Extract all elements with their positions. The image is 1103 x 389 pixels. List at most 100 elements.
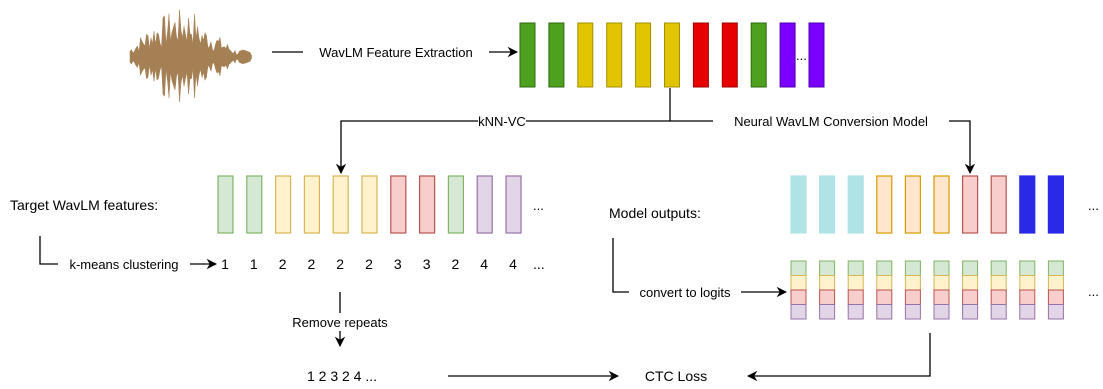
feature-frame-2 [548,22,565,88]
ctc-loss-label: CTC Loss [645,368,707,384]
neural-conversion-label: Neural WavLM Conversion Model [734,114,928,129]
logit-band [1019,289,1036,305]
knn-vc-label: kNN-VC [478,114,526,129]
logit-column-5 [904,260,921,320]
model-output-row [790,175,1065,234]
kmeans-label: k-means clustering [69,257,178,272]
logit-band [847,304,864,320]
model-outputs-label: Model outputs: [609,205,701,221]
logit-band [1047,289,1064,305]
model-frame-5 [904,175,922,234]
logit-band [962,289,979,305]
wavlm-feature-row [519,22,825,88]
logit-band [933,275,950,291]
target-features-label: Target WavLM features: [10,197,158,213]
logit-column-4 [876,260,893,320]
logit-band [990,289,1007,305]
cluster-id-2: 1 [250,256,258,272]
logit-band [876,275,893,291]
target-feature-row [217,175,522,234]
logit-band [847,275,864,291]
logit-band [819,275,836,291]
logit-band [1047,275,1064,291]
target-frame-7 [390,175,407,234]
logit-band [933,289,950,305]
logit-band [933,304,950,320]
logit-band [933,260,950,276]
feature-frame-4 [606,22,623,88]
logit-band [904,275,921,291]
cluster-id-9: 2 [452,256,460,272]
model-frame-8 [990,175,1007,234]
logit-column-1 [790,260,807,320]
logit-row [790,260,1064,320]
logit-band [1019,304,1036,320]
model-row-ellipsis: ... [1088,198,1099,213]
logit-band [962,304,979,320]
logit-band [904,289,921,305]
target-frame-5 [332,175,349,234]
target-frame-6 [361,175,378,234]
model-frame-1 [790,175,807,234]
logit-band [847,289,864,305]
logit-band [847,260,864,276]
logit-band [1019,275,1036,291]
cluster-id-1: 1 [221,256,229,272]
model-frame-6 [933,175,950,234]
feature-row-ellipsis: ... [796,48,807,63]
model-frame-2 [818,175,836,234]
logit-column-8 [990,260,1007,320]
logit-band [790,275,807,291]
cluster-id-6: 2 [365,256,373,272]
target-frame-11 [505,175,522,234]
logit-band [876,304,893,320]
model-frame-3 [847,175,864,234]
logit-band [962,275,979,291]
logit-band [819,304,836,320]
logit-band [1019,260,1036,276]
cluster-id-5: 2 [336,256,344,272]
logit-column-7 [962,260,979,320]
logit-band [876,289,893,305]
cluster-row-ellipsis: ... [533,256,545,272]
feature-frame-10 [779,22,796,88]
logit-column-9 [1019,260,1036,320]
feature-extraction-label: WavLM Feature Extraction [319,45,472,60]
logit-band [990,304,1007,320]
cluster-id-4: 2 [308,256,316,272]
logit-band [790,260,807,276]
cluster-id-7: 3 [394,256,402,272]
model-frame-7 [961,175,979,234]
cluster-id-8: 3 [423,256,431,272]
arrow-knn-vc [335,120,670,175]
target-frame-4 [303,175,320,234]
remove-repeats-label: Remove repeats [292,315,388,330]
logit-band [990,260,1007,276]
target-frame-2 [246,175,263,234]
feature-frame-6 [664,22,680,88]
logit-band [790,289,807,305]
logit-column-2 [819,260,836,320]
logit-band [876,260,893,276]
cluster-id-11: 4 [509,256,517,272]
dedup-sequence: 1 2 3 2 4 ... [307,368,377,384]
feature-frame-11 [808,22,825,88]
target-frame-3 [275,175,292,234]
convert-logits-label: convert to logits [639,285,731,300]
logit-column-3 [847,260,864,320]
logit-band [1047,304,1064,320]
cluster-id-10: 4 [480,256,488,272]
logit-column-6 [933,260,950,320]
logit-row-ellipsis: ... [1088,284,1099,299]
model-frame-9 [1019,175,1036,234]
feature-frame-8 [721,22,738,88]
arrow-to-ctc-right [746,333,931,382]
waveform-icon [129,9,252,102]
logit-band [962,260,979,276]
logit-band [790,304,807,320]
model-frame-4 [876,175,893,234]
logit-band [819,260,836,276]
logit-band [1047,260,1064,276]
